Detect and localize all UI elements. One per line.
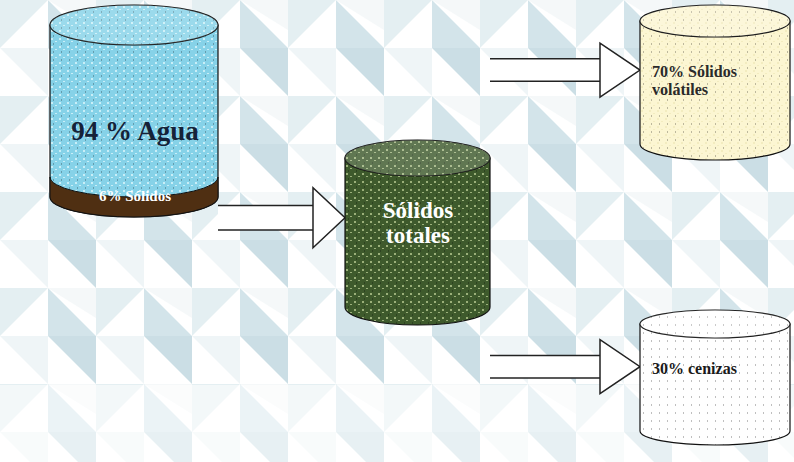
cylinder-node: Sólidos totales — [345, 140, 490, 325]
node-label: 30% cenizas — [652, 360, 772, 378]
cylinder-node: 70% Sólidos volátiles — [640, 5, 790, 160]
node-label: 94 % Agua — [60, 117, 210, 147]
node-label: 6% Sólidos — [60, 188, 210, 205]
block-arrow — [218, 188, 345, 248]
block-arrow — [490, 340, 640, 394]
cylinder-node: 30% cenizas — [640, 310, 790, 445]
cylinder-shape — [50, 5, 218, 217]
node-label: 70% Sólidos volátiles — [652, 63, 772, 98]
cylinder-shape — [640, 310, 790, 445]
node-label: Sólidos totales — [363, 198, 473, 249]
cylinder-node: 94 % Agua 6% Sólidos — [50, 5, 218, 217]
block-arrow — [490, 43, 640, 97]
